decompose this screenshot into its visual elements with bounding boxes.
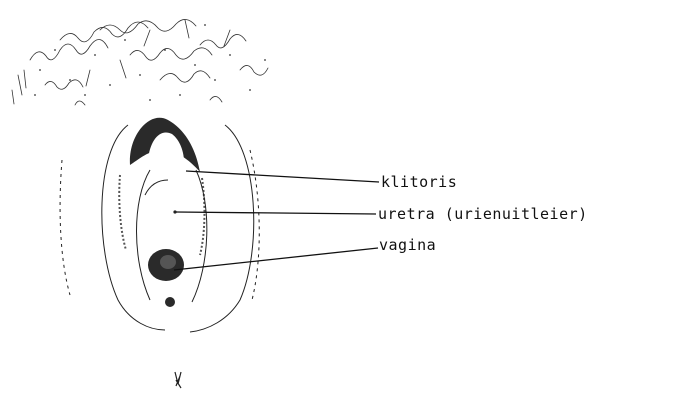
pubic-hair-sketch bbox=[12, 19, 268, 105]
clitoral-hood-shading bbox=[119, 118, 204, 255]
inner-labia-outline bbox=[137, 170, 207, 302]
label-uretra: uretra (urienuitleier) bbox=[378, 205, 588, 223]
vaginal-opening bbox=[148, 249, 184, 307]
label-vagina: vagina bbox=[379, 236, 436, 254]
pubic-hair-stipple bbox=[34, 24, 266, 101]
outer-labia-outline bbox=[60, 125, 259, 332]
bottom-sketch-mark bbox=[175, 372, 181, 388]
leader-line-klitoris bbox=[186, 171, 379, 182]
label-klitoris: klitoris bbox=[381, 173, 457, 191]
